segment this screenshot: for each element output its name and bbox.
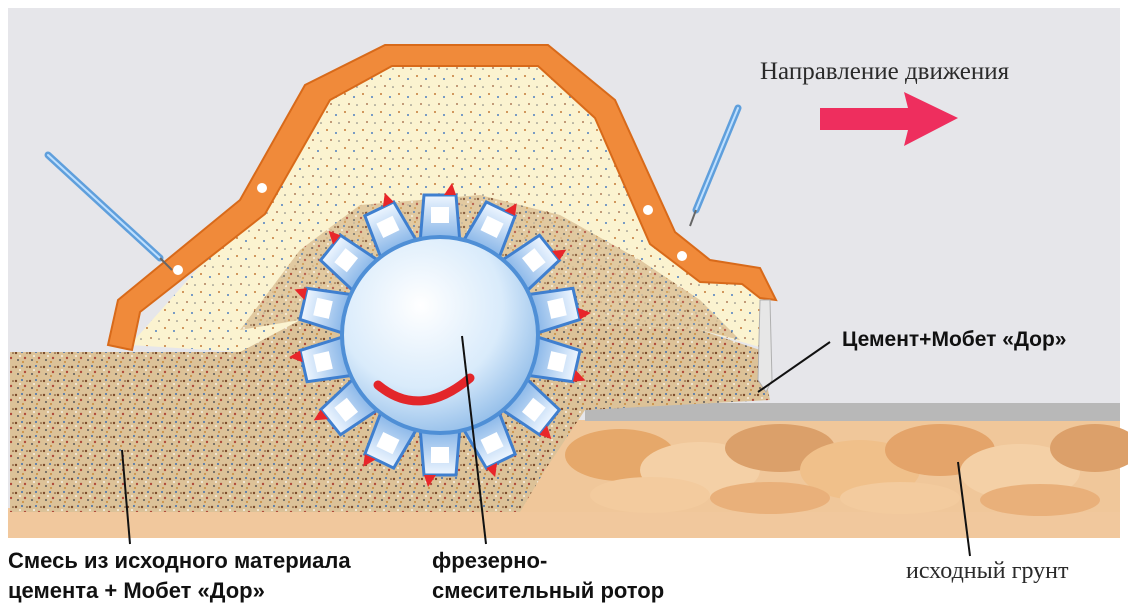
- housing-bolt: [677, 251, 687, 261]
- soil-label: исходный грунт: [906, 558, 1068, 585]
- mix-label: Смесь из исходного материала цемента + М…: [8, 546, 351, 606]
- cement-label: Цемент+Мобет «Дор»: [842, 328, 1067, 352]
- rotor-label-line-2: смесительный ротор: [432, 576, 664, 606]
- rotor-label: фрезерно- смесительный ротор: [432, 546, 664, 606]
- rotor-label-line-1: фрезерно-: [432, 546, 664, 576]
- ground-strip: [8, 508, 1120, 538]
- direction-label: Направление движения: [760, 58, 1009, 86]
- housing-bolt: [643, 205, 653, 215]
- mix-label-line-1: Смесь из исходного материала: [8, 546, 351, 576]
- original-soil: [520, 403, 1128, 516]
- cement-dosing-stream: [758, 300, 772, 392]
- housing-bolt: [173, 265, 183, 275]
- housing-bolt: [257, 183, 267, 193]
- rotor-drum: [342, 237, 538, 433]
- mix-label-line-2: цемента + Мобет «Дор»: [8, 576, 351, 606]
